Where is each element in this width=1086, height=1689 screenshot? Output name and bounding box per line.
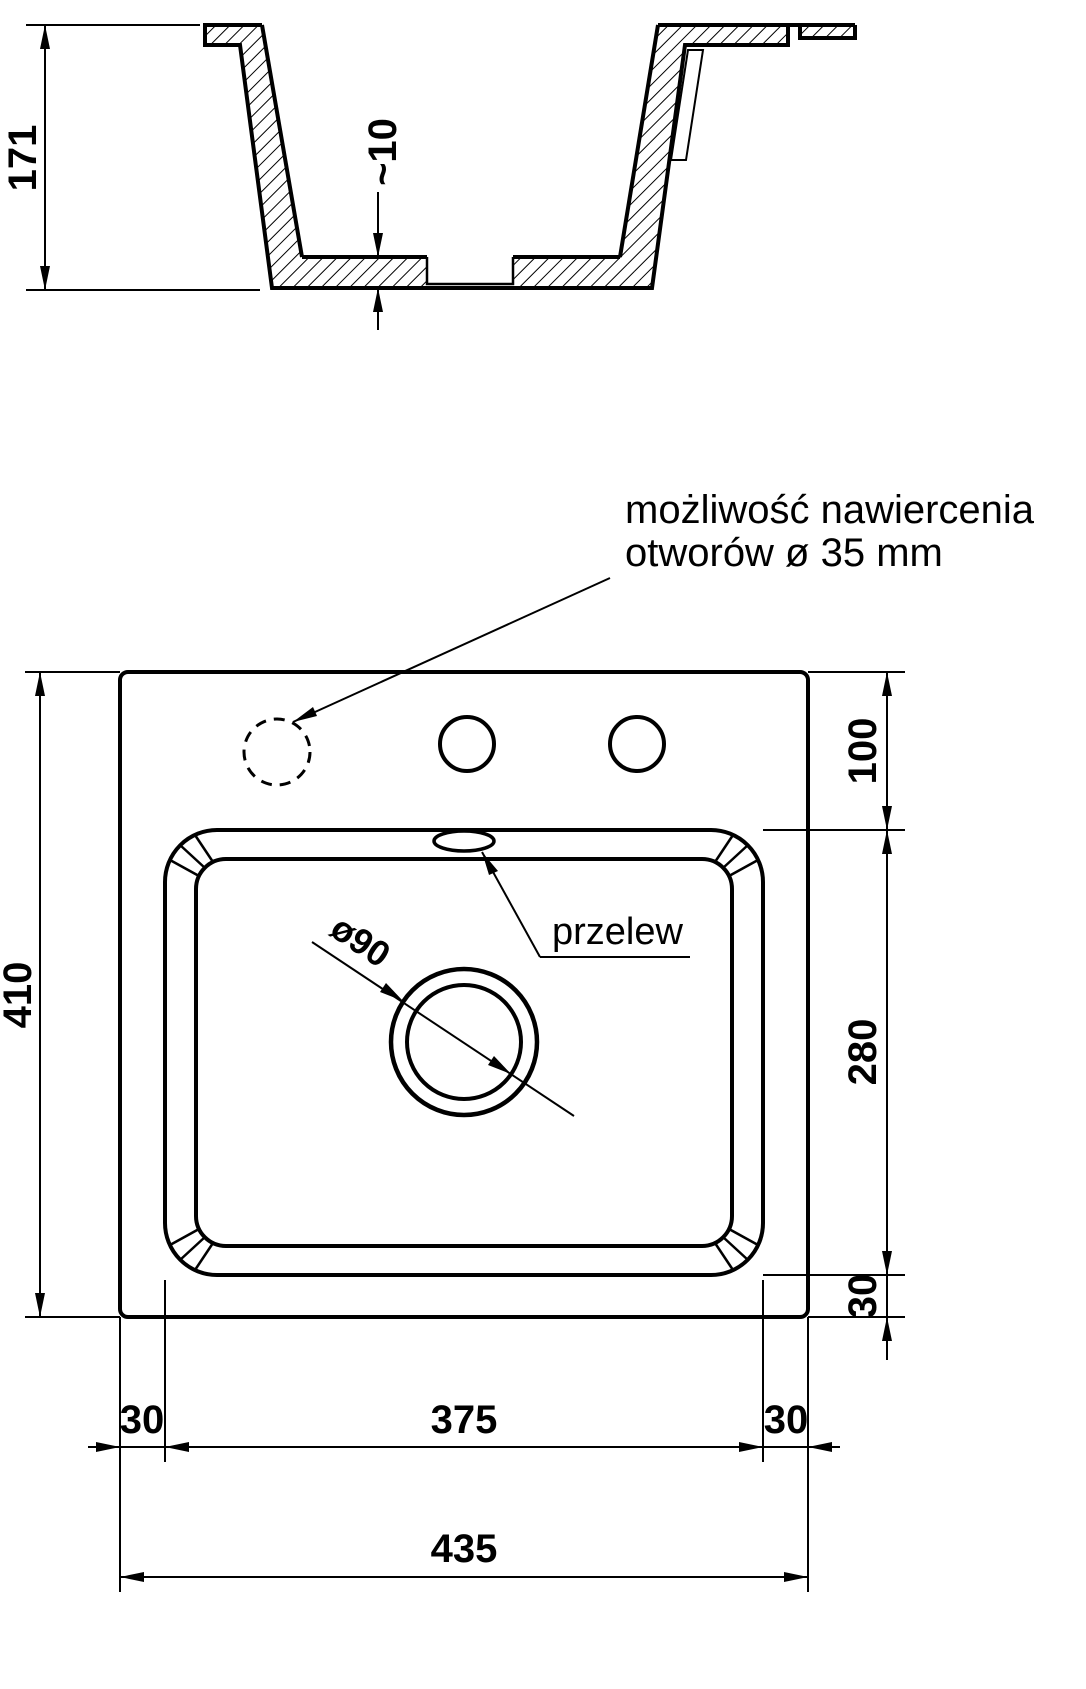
plan-view: ø90 przelew możliwość nawiercenia otworó… bbox=[0, 488, 1035, 1592]
overflow-label: przelew bbox=[552, 911, 683, 953]
overflow-callout: przelew bbox=[481, 851, 690, 958]
drill-note-line1: możliwość nawiercenia bbox=[625, 488, 1035, 532]
overflow-channel bbox=[669, 49, 705, 161]
overflow-slot bbox=[432, 829, 496, 853]
overall-width-label: 435 bbox=[431, 1527, 498, 1571]
bowl-width-label: 375 bbox=[431, 1398, 498, 1442]
rim-corner-ticks bbox=[169, 834, 759, 1271]
drain-gap bbox=[427, 250, 513, 286]
optional-tap-hole-dashed bbox=[242, 717, 312, 787]
dimension-overall-depth: 410 bbox=[0, 671, 120, 1318]
drill-note-callout: możliwość nawiercenia otworów ø 35 mm bbox=[292, 488, 1035, 723]
dimension-bottom-thickness: ~10 bbox=[361, 118, 405, 330]
top-to-bowl-label: 100 bbox=[841, 718, 885, 785]
overall-depth-label: 410 bbox=[0, 962, 40, 1029]
right-margin-label: 30 bbox=[764, 1398, 809, 1442]
dimension-overall-width: 435 bbox=[120, 1527, 808, 1582]
dimension-bottom-chain: 30 375 30 bbox=[88, 1280, 840, 1592]
dimension-section-depth: 171 bbox=[1, 24, 260, 291]
drill-note-line2: otworów ø 35 mm bbox=[625, 531, 943, 575]
dimension-right-chain: 100 280 30 bbox=[763, 671, 905, 1360]
bottom-thickness-label: ~10 bbox=[361, 118, 405, 186]
section-outline bbox=[203, 23, 857, 290]
section-depth-label: 171 bbox=[1, 125, 45, 192]
left-margin-label: 30 bbox=[120, 1398, 165, 1442]
tap-hole-right bbox=[608, 715, 666, 773]
tap-hole-center bbox=[438, 715, 496, 773]
front-margin-label: 30 bbox=[841, 1274, 885, 1319]
cross-section-view: 171 ~10 bbox=[1, 23, 857, 330]
drain-diameter-label: ø90 bbox=[324, 907, 398, 976]
bowl-rim-inner bbox=[194, 857, 734, 1248]
bowl-depth-label: 280 bbox=[841, 1019, 885, 1086]
sink-outline bbox=[118, 670, 810, 1319]
